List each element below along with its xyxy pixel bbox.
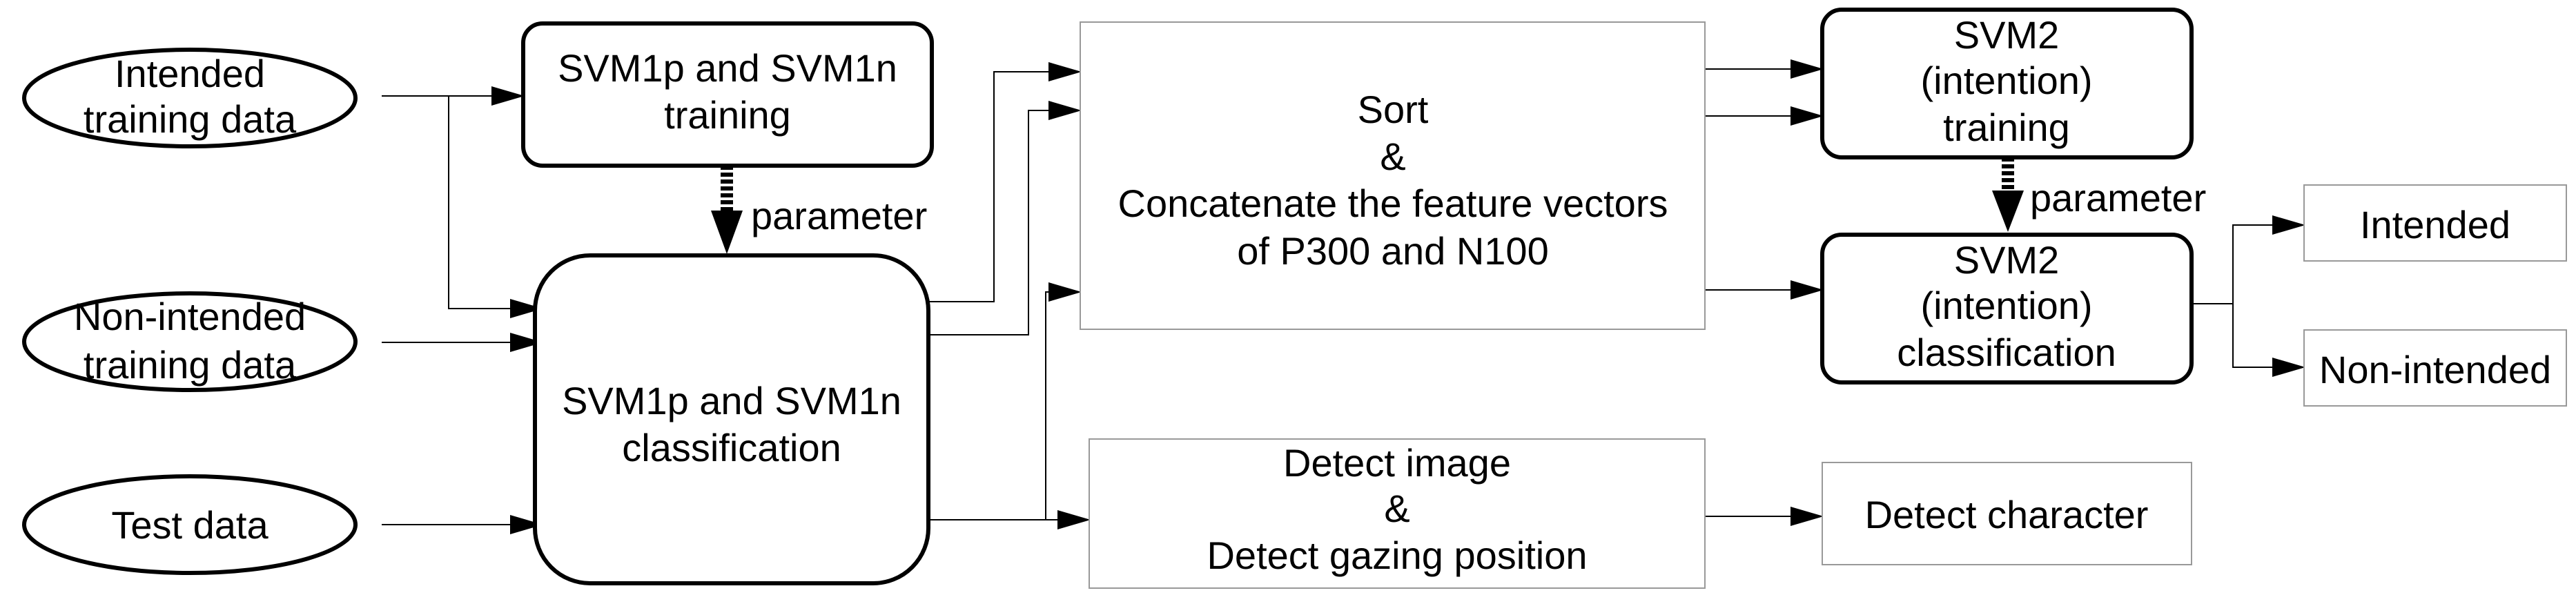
edge-label-svm1-parameter: parameter xyxy=(751,194,927,237)
node-label: training data xyxy=(84,343,297,387)
node-intended: Intended xyxy=(2303,184,2567,262)
node-label: classification xyxy=(622,426,841,469)
node-label: (intention) xyxy=(1920,59,2092,102)
svg-text:training data: training data xyxy=(84,343,297,387)
svg-text:Test data: Test data xyxy=(111,503,269,547)
edge-svm1-class-to-sort-1 xyxy=(928,62,1082,302)
svg-text:training: training xyxy=(1943,106,2070,149)
svg-text:SVM1p and SVM1n: SVM1p and SVM1n xyxy=(562,379,901,422)
input-intended-training-data: Intended training data xyxy=(22,48,358,148)
node-svm2-training: SVM2 (intention) training xyxy=(1820,8,2194,159)
svg-text:of P300 and N100: of P300 and N100 xyxy=(1237,229,1548,273)
svg-text:(intention): (intention) xyxy=(1920,284,2092,327)
node-label: Intended xyxy=(2360,203,2510,246)
node-label: training data xyxy=(84,97,297,141)
node-detect-character: Detect character xyxy=(1822,462,2192,565)
node-detect-image: Detect image & Detect gazing position xyxy=(1089,438,1706,589)
node-label: SVM1p and SVM1n xyxy=(558,46,897,90)
edge-svm1-class-to-sort-2 xyxy=(928,101,1082,335)
node-label: training xyxy=(664,93,791,137)
node-label: Detect image xyxy=(1283,441,1511,485)
node-label: Sort xyxy=(1358,88,1429,131)
svg-text:training: training xyxy=(664,93,791,137)
node-label: Test data xyxy=(111,503,269,547)
node-label: Concatenate the feature vectors xyxy=(1118,182,1668,225)
node-label: & xyxy=(1384,487,1409,530)
node-label: classification xyxy=(1897,331,2116,374)
node-sort-concatenate: Sort & Concatenate the feature vectors o… xyxy=(1080,21,1706,330)
svg-text:Detect character: Detect character xyxy=(1865,493,2149,536)
svg-text:(intention): (intention) xyxy=(1920,59,2092,102)
edges xyxy=(382,59,2305,534)
svg-text:SVM2: SVM2 xyxy=(1954,238,2060,282)
node-svm1-classification: SVM1p and SVM1n classification xyxy=(533,253,930,585)
edge-svm1-parameter-head xyxy=(711,211,743,254)
node-label: SVM2 xyxy=(1954,13,2060,57)
node-label: & xyxy=(1380,135,1405,178)
node-svm2-classification: SVM2 (intention) classification xyxy=(1820,233,2194,384)
svg-text:Concatenate the feature vector: Concatenate the feature vectors xyxy=(1118,182,1668,225)
node-label: SVM2 xyxy=(1954,238,2060,282)
edge-svm2-to-non-intended xyxy=(2192,303,2305,377)
node-label: of P300 and N100 xyxy=(1237,229,1548,273)
svg-text:&: & xyxy=(1380,135,1405,178)
node-label: (intention) xyxy=(1920,284,2092,327)
svg-text:Non-intended: Non-intended xyxy=(74,295,306,338)
node-label: Non-intended xyxy=(74,295,306,338)
edge-intended-to-svm1-classification xyxy=(382,95,543,318)
svg-text:training data: training data xyxy=(84,97,297,141)
node-non-intended: Non-intended xyxy=(2303,329,2567,407)
svg-text:SVM2: SVM2 xyxy=(1954,13,2060,57)
edge-svm2-parameter-head xyxy=(1992,191,2024,232)
edge-svm2-to-intended xyxy=(2192,215,2305,304)
svg-text:Detect image: Detect image xyxy=(1283,441,1511,485)
node-label: Non-intended xyxy=(2319,348,2551,391)
node-label: training xyxy=(1943,106,2070,149)
node-label: Detect character xyxy=(1865,493,2149,536)
svg-text:Intended: Intended xyxy=(115,52,265,95)
node-label: Detect gazing position xyxy=(1207,534,1587,577)
edge-svm1-class-to-sort-3 xyxy=(1045,282,1082,520)
node-label: SVM1p and SVM1n xyxy=(562,379,901,422)
svg-text:&: & xyxy=(1384,487,1409,530)
parameter-edges xyxy=(711,157,2024,254)
svg-text:classification: classification xyxy=(1897,331,2116,374)
svg-text:Intended: Intended xyxy=(2360,203,2510,246)
svg-text:Non-intended: Non-intended xyxy=(2319,348,2551,391)
node-label: Intended xyxy=(115,52,265,95)
svg-text:Detect gazing position: Detect gazing position xyxy=(1207,534,1587,577)
svg-text:classification: classification xyxy=(622,426,841,469)
input-non-intended-training-data: Non-intended training data xyxy=(22,291,358,392)
input-test-data: Test data xyxy=(22,474,358,575)
svg-text:Sort: Sort xyxy=(1358,88,1429,131)
edge-label-svm2-parameter: parameter xyxy=(2030,176,2206,220)
node-svm1-training: SVM1p and SVM1n training xyxy=(521,21,934,168)
svg-text:SVM1p and SVM1n: SVM1p and SVM1n xyxy=(558,46,897,90)
